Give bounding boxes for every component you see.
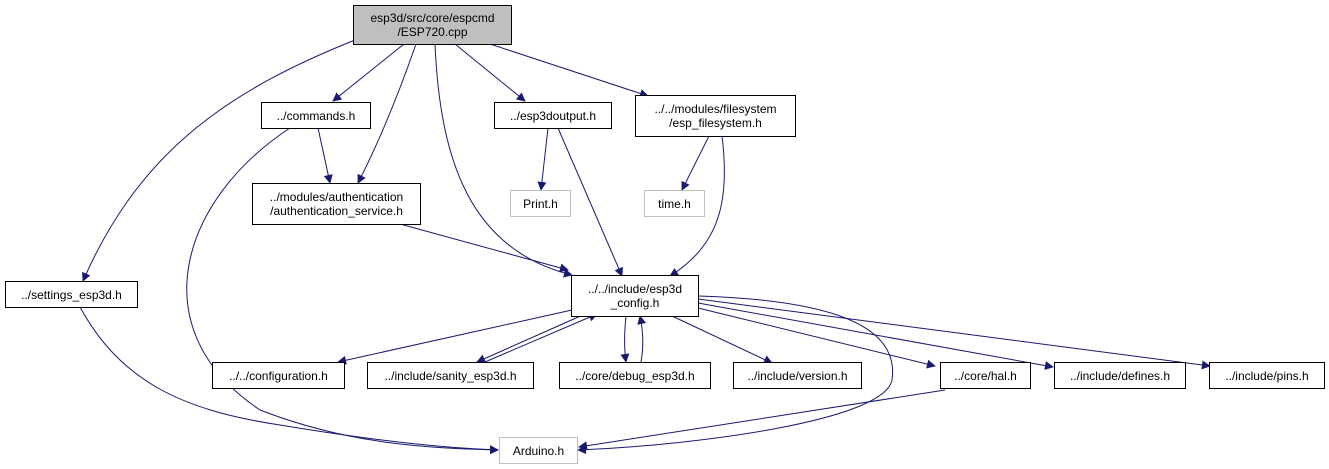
node-label: ../../modules/filesystem: [654, 102, 777, 116]
node-print-h: Print.h: [510, 190, 571, 217]
edge-config-configuration: [337, 309, 573, 365]
node-label: ../modules/authentication: [269, 190, 404, 204]
node-label: ../core/hal.h: [954, 368, 1017, 383]
node-esp720-cpp[interactable]: esp3d/src/core/espcmd /ESP720.cpp: [353, 5, 512, 45]
edge-esp3doutput-config: [557, 127, 623, 277]
node-pins-h[interactable]: ../include/pins.h: [1209, 362, 1325, 389]
node-label: ../esp3doutput.h: [509, 108, 597, 123]
edge-filesystem-time: [681, 135, 710, 191]
edge-root-auth: [357, 43, 417, 184]
node-esp3doutput-h[interactable]: ../esp3doutput.h: [494, 102, 612, 129]
edge-config-hal: [697, 307, 936, 369]
node-label: ../include/defines.h: [1069, 368, 1171, 383]
node-label: /ESP720.cpp: [397, 25, 468, 39]
node-label: ../include/version.h: [747, 368, 848, 383]
edge-root-esp3doutput: [454, 43, 526, 102]
node-settings-esp3d-h[interactable]: ../settings_esp3d.h: [5, 281, 138, 308]
node-defines-h[interactable]: ../include/defines.h: [1054, 362, 1186, 389]
edge-debug-config: [637, 315, 647, 363]
node-label: Arduino.h: [512, 443, 565, 458]
edge-config-arduino: [577, 295, 894, 455]
node-version-h[interactable]: ../include/version.h: [733, 362, 862, 389]
node-commands-h[interactable]: ../commands.h: [261, 102, 371, 129]
node-label: ../core/debug_esp3d.h: [575, 368, 695, 383]
node-debug-esp3d-h[interactable]: ../core/debug_esp3d.h: [559, 362, 711, 389]
edge-commands-arduino: [186, 127, 499, 455]
node-esp-filesystem-h[interactable]: ../../modules/filesystem /esp_filesystem…: [635, 95, 796, 137]
node-configuration-h[interactable]: ../../configuration.h: [212, 362, 345, 389]
node-label: _config.h: [610, 296, 660, 310]
node-label: ../include/pins.h: [1225, 368, 1309, 383]
node-label: ../commands.h: [276, 108, 356, 123]
node-label: time.h: [658, 196, 691, 211]
edge-config-debug: [620, 315, 630, 363]
node-time-h: time.h: [644, 190, 705, 217]
node-label: ../include/sanity_esp3d.h: [384, 368, 517, 383]
edge-root-filesystem: [489, 43, 649, 98]
edge-auth-config: [399, 223, 569, 273]
edge-config-sanity: [476, 313, 586, 363]
edge-config-version: [671, 315, 773, 364]
node-label: /esp_filesystem.h: [669, 116, 762, 130]
node-esp3d-config-h[interactable]: ../../include/esp3d _config.h: [571, 275, 699, 317]
edge-esp3doutput-print: [537, 127, 549, 191]
node-label: /authentication_service.h: [270, 204, 403, 218]
node-label: Print.h: [523, 196, 558, 211]
edge-root-settings: [82, 39, 356, 282]
node-authentication-service-h[interactable]: ../modules/authentication /authenticatio…: [252, 183, 421, 225]
edge-commands-auth: [317, 127, 333, 184]
edge-settings-arduino: [79, 306, 499, 455]
node-label: ../../include/esp3d: [587, 282, 683, 296]
node-arduino-h: Arduino.h: [499, 437, 578, 464]
edge-root-config: [434, 43, 573, 278]
node-label: ../settings_esp3d.h: [21, 287, 122, 302]
edge-hal-arduino: [578, 389, 946, 451]
edge-config-pins: [697, 298, 1211, 370]
edge-filesystem-config: [669, 135, 725, 277]
node-sanity-esp3d-h[interactable]: ../include/sanity_esp3d.h: [367, 362, 534, 389]
edge-sanity-config: [484, 313, 598, 363]
node-label: ../../configuration.h: [229, 368, 328, 383]
edge-root-commands: [332, 43, 405, 102]
node-hal-h[interactable]: ../core/hal.h: [940, 362, 1031, 389]
node-label: esp3d/src/core/espcmd: [370, 11, 495, 25]
